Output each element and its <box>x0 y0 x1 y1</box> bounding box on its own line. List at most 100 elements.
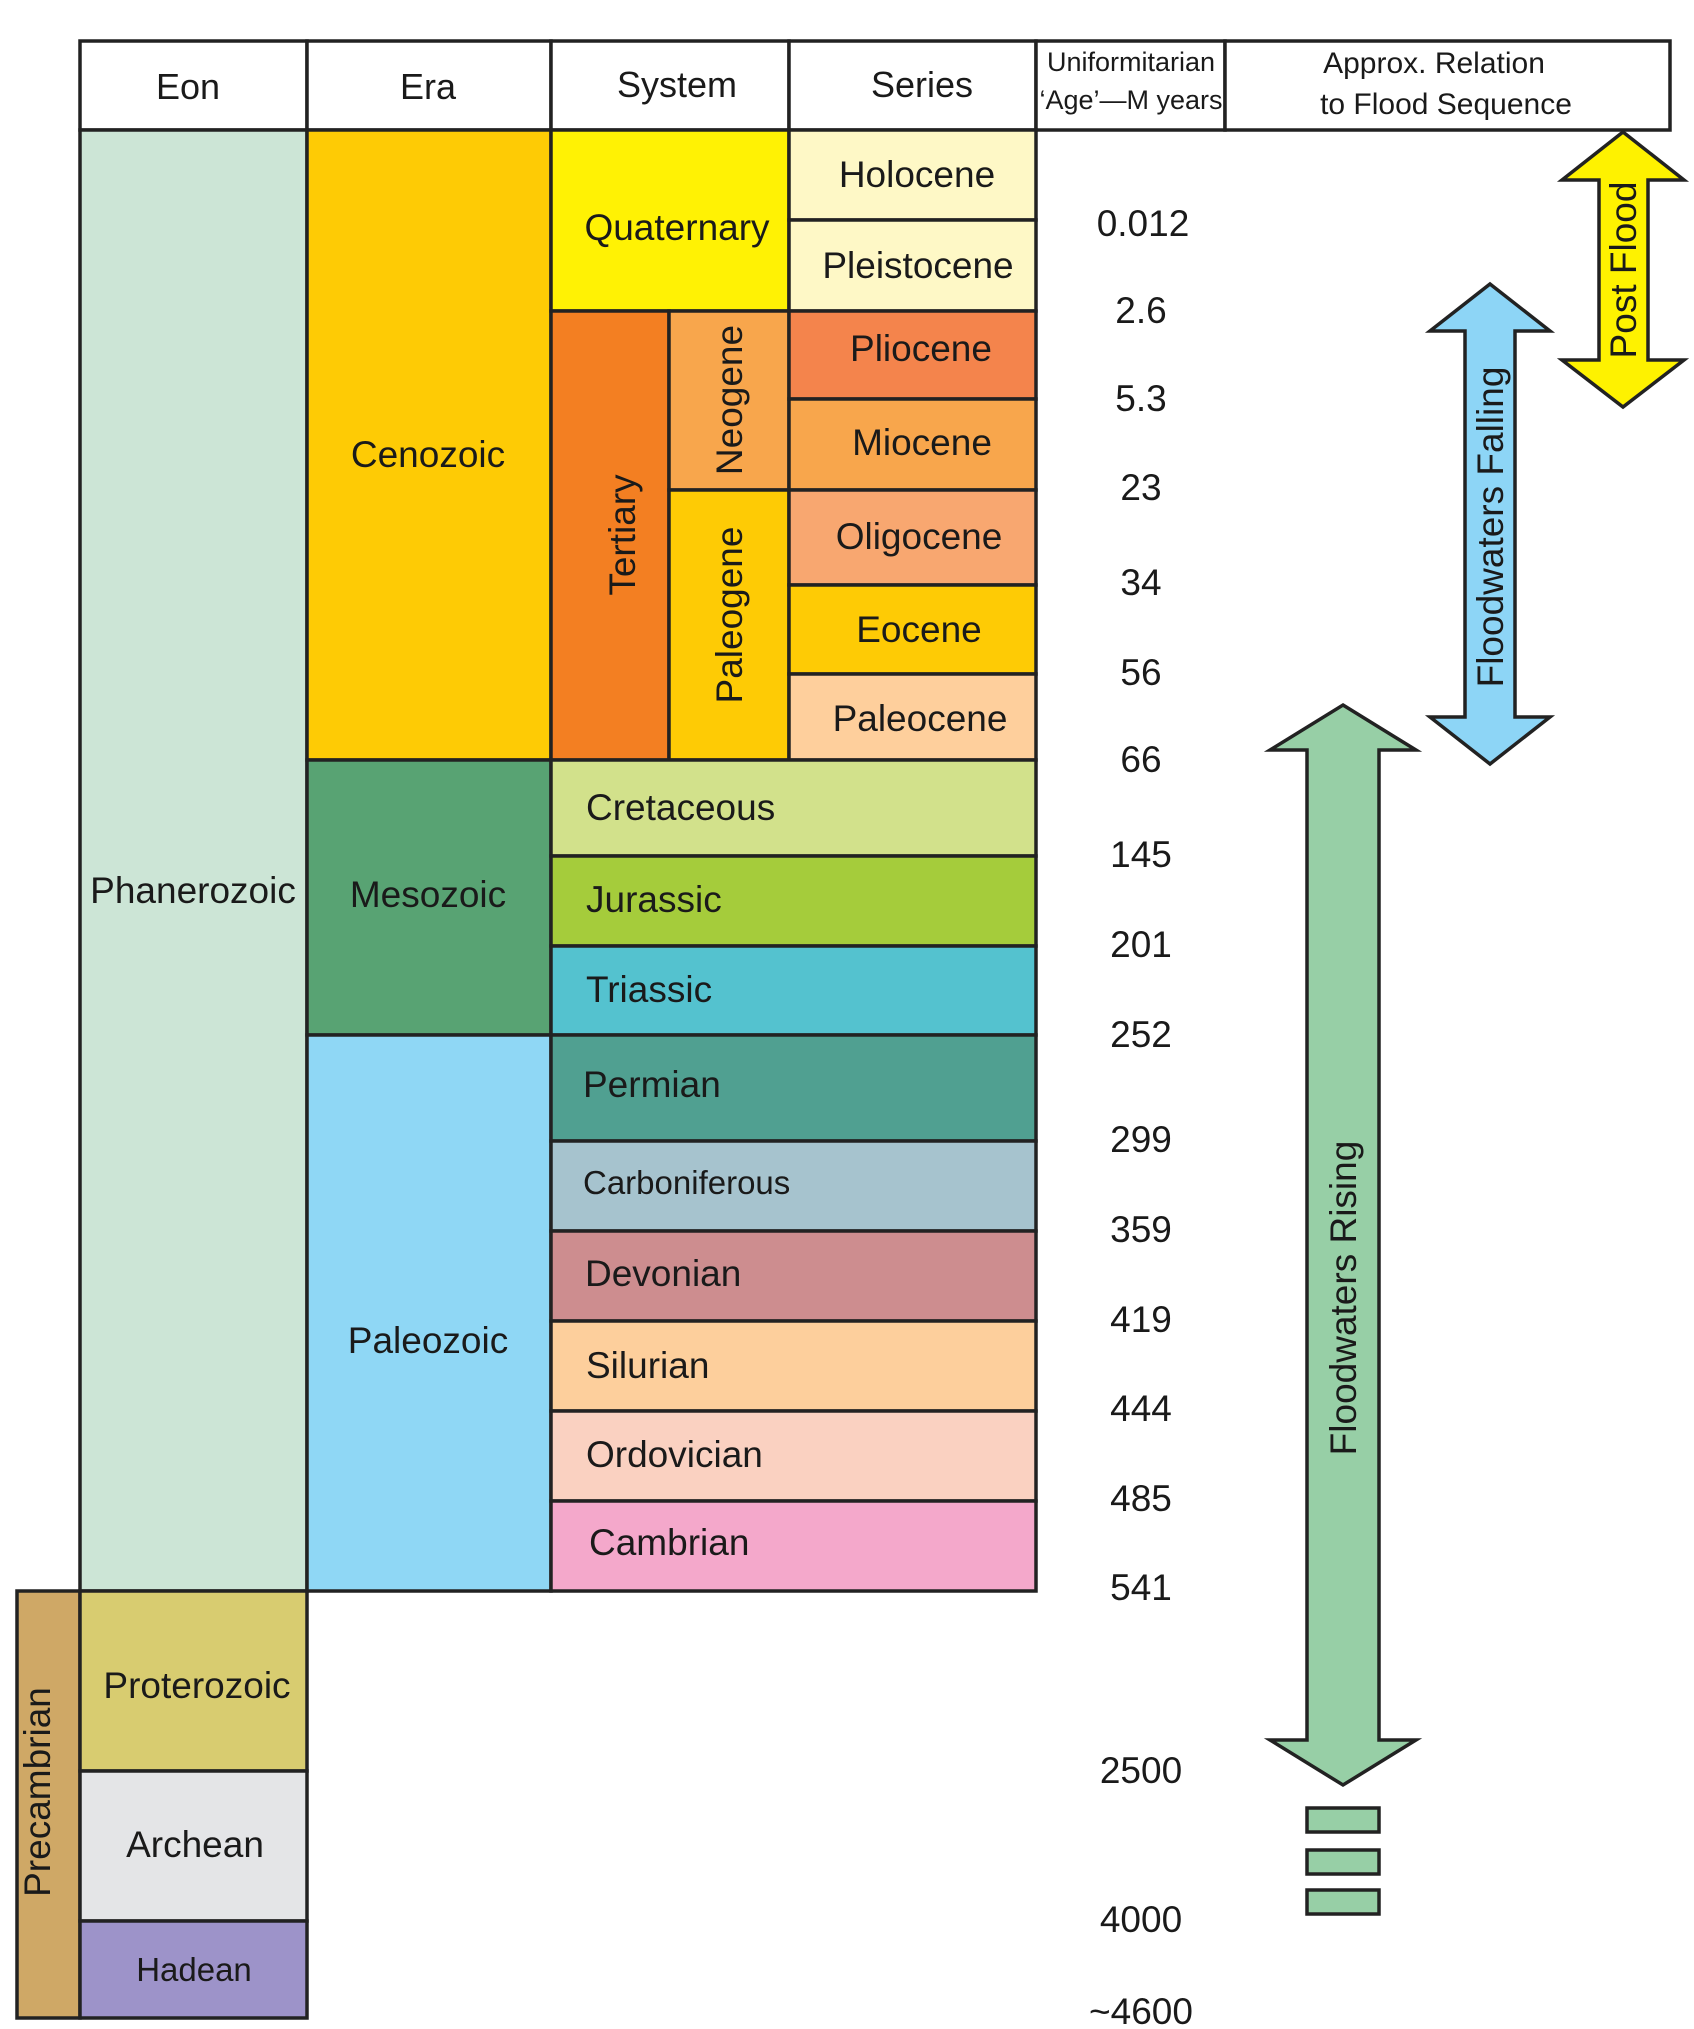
eon-archean-label: Archean <box>126 1824 264 1865</box>
post-flood-arrow <box>1556 129 1690 410</box>
series-miocene <box>787 397 1038 492</box>
age-label: 485 <box>1110 1478 1172 1519</box>
age-label: 0.012 <box>1097 203 1190 244</box>
series-eocene-label: Eocene <box>856 609 982 650</box>
period-devonian <box>549 1229 1038 1323</box>
floodwaters-falling-arrow <box>1424 281 1556 767</box>
system-paleogene-label: Paleogene <box>709 527 750 704</box>
eon-proterozoic-label: Proterozoic <box>103 1665 290 1706</box>
period-silurian <box>549 1319 1038 1413</box>
flood-sequence: Post Flood Floodwaters Falling Floodwate… <box>1263 129 1690 1916</box>
period-cambrian-label: Cambrian <box>589 1522 749 1563</box>
period-ordovician-label: Ordovician <box>586 1434 763 1475</box>
series-pleistocene <box>787 218 1038 313</box>
age-label: 5.3 <box>1115 378 1166 419</box>
age-label: 56 <box>1120 652 1161 693</box>
period-cretaceous-label: Cretaceous <box>586 787 775 828</box>
system-tertiary-label: Tertiary <box>602 474 643 596</box>
period-column: Cretaceous Jurassic Triassic Permian Car… <box>549 758 1038 1593</box>
period-permian <box>549 1033 1038 1143</box>
age-label: 252 <box>1110 1014 1172 1055</box>
era-column: Cenozoic Mesozoic Paleozoic <box>305 128 553 1593</box>
age-label: 145 <box>1110 834 1172 875</box>
period-carboniferous-label: Carboniferous <box>583 1164 790 1201</box>
series-pliocene <box>787 309 1038 401</box>
series-oligocene <box>787 488 1038 587</box>
eon-phanerozoic <box>78 128 309 1593</box>
series-column: Holocene Pleistocene Pliocene Miocene Ol… <box>787 128 1038 762</box>
age-label: 4000 <box>1100 1899 1182 1940</box>
header-age-cell <box>1034 39 1227 132</box>
eon-hadean <box>78 1919 309 2020</box>
age-label: 419 <box>1110 1299 1172 1340</box>
header-age-line1: Uniformitarian <box>1047 47 1215 77</box>
header-era: Era <box>400 66 457 107</box>
age-label: 2.6 <box>1115 290 1166 331</box>
header-system: System <box>617 64 737 105</box>
age-label: 201 <box>1110 924 1172 965</box>
age-label: 66 <box>1120 739 1161 780</box>
continuation-bar <box>1305 1806 1381 1834</box>
series-eocene <box>787 583 1038 676</box>
era-cenozoic-label: Cenozoic <box>351 434 505 475</box>
period-cambrian <box>549 1499 1038 1593</box>
eon-hadean-label: Hadean <box>136 1951 252 1988</box>
period-triassic-label: Triassic <box>586 969 712 1010</box>
period-triassic <box>549 944 1038 1037</box>
series-paleocene <box>787 672 1038 762</box>
series-oligocene-label: Oligocene <box>836 516 1003 557</box>
age-label: 444 <box>1110 1388 1172 1429</box>
header-series: Series <box>871 64 973 105</box>
system-column: Quaternary Tertiary Neogene Paleogene <box>549 128 791 762</box>
series-paleocene-label: Paleocene <box>833 698 1008 739</box>
period-jurassic-label: Jurassic <box>586 879 722 920</box>
header-eon-cell <box>78 39 309 132</box>
post-flood-label: Post Flood <box>1603 182 1644 359</box>
series-pliocene-label: Pliocene <box>850 328 992 369</box>
age-column: 0.012 2.6 5.3 23 34 56 66 145 201 252 29… <box>1089 203 1193 2029</box>
supereon-precambrian <box>15 1589 82 2020</box>
header-eon: Eon <box>156 66 220 107</box>
eon-phanerozoic-label: Phanerozoic <box>90 870 296 911</box>
age-label: 541 <box>1110 1567 1172 1608</box>
age-label: 34 <box>1120 562 1161 603</box>
series-miocene-label: Miocene <box>852 422 992 463</box>
supereon-precambrian-label: Precambrian <box>17 1687 58 1897</box>
era-paleozoic-label: Paleozoic <box>348 1320 508 1361</box>
eon-column: Phanerozoic Precambrian Proterozoic Arch… <box>15 128 309 2020</box>
period-cretaceous <box>549 758 1038 858</box>
header-row: Eon Era System Series Uniformitarian ‘Ag… <box>78 39 1672 132</box>
continuation-bar <box>1305 1848 1381 1876</box>
header-relation-line1: Approx. Relation <box>1323 47 1545 80</box>
eon-proterozoic <box>78 1589 309 1773</box>
period-devonian-label: Devonian <box>585 1253 741 1294</box>
header-relation-cell <box>1223 39 1672 132</box>
era-mesozoic <box>305 758 553 1037</box>
continuation-bar <box>1305 1888 1381 1916</box>
system-paleogene <box>667 488 791 762</box>
period-carboniferous <box>549 1139 1038 1233</box>
age-label: 299 <box>1110 1119 1172 1160</box>
series-pleistocene-label: Pleistocene <box>822 245 1013 286</box>
system-quaternary-label: Quaternary <box>584 207 770 248</box>
era-paleozoic <box>305 1033 553 1593</box>
era-mesozoic-label: Mesozoic <box>350 874 506 915</box>
age-label: ~4600 <box>1089 1991 1193 2029</box>
floodwaters-rising-arrow <box>1263 702 1423 1788</box>
system-neogene-label: Neogene <box>709 325 750 475</box>
age-label: 2500 <box>1100 1750 1182 1791</box>
series-holocene <box>787 128 1038 222</box>
age-label: 23 <box>1120 467 1161 508</box>
header-era-cell <box>305 39 553 132</box>
series-holocene-label: Holocene <box>839 154 995 195</box>
floodwaters-falling-label: Floodwaters Falling <box>1470 367 1511 688</box>
period-ordovician <box>549 1409 1038 1503</box>
header-age-line2: ‘Age’—M years <box>1039 85 1222 115</box>
system-tertiary <box>549 309 671 762</box>
period-permian-label: Permian <box>583 1064 721 1105</box>
floodwaters-rising-label: Floodwaters Rising <box>1323 1141 1364 1456</box>
period-silurian-label: Silurian <box>586 1345 709 1386</box>
age-label: 359 <box>1110 1209 1172 1250</box>
header-relation-line2: to Flood Sequence <box>1320 88 1572 121</box>
